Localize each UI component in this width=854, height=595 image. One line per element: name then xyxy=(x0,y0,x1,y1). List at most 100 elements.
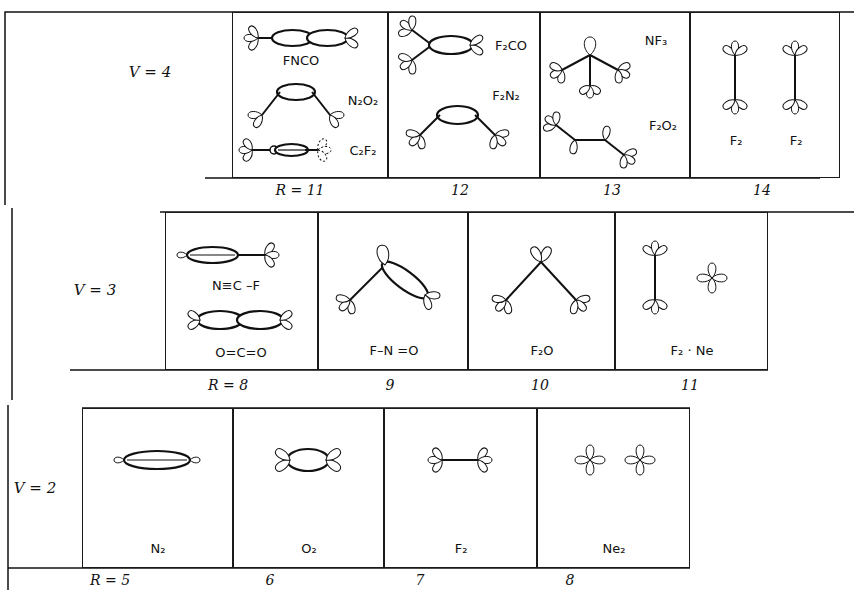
bond-line xyxy=(654,255,656,300)
formula-label: O₂ xyxy=(301,542,316,556)
molecule-cell: FNCO N₂O₂ C₂F₂ xyxy=(232,12,388,178)
orbital-lobe xyxy=(262,253,276,269)
bond-axis xyxy=(190,254,235,255)
bond-line xyxy=(734,55,736,100)
molecule-cell: F₂ xyxy=(384,408,537,568)
orbital-lobe xyxy=(247,24,261,40)
orbital-lobe xyxy=(177,252,187,258)
orbital-lobe xyxy=(721,97,737,111)
orbital-lobe xyxy=(408,16,416,30)
orbital-lobe xyxy=(242,137,255,152)
orbital-lobe xyxy=(620,155,628,168)
formula-label: Ne₂ xyxy=(603,542,626,556)
r-value: R = 11 xyxy=(276,182,325,198)
orbital-lobe xyxy=(252,113,265,129)
orbital-lobe xyxy=(653,244,669,258)
orbital-lobe xyxy=(708,263,716,278)
formula-label: O=C=O xyxy=(215,346,266,360)
molecule-cell: Ne₂ xyxy=(537,408,690,568)
orbital-lobe xyxy=(569,299,579,314)
r-value: R = 5 xyxy=(90,572,130,588)
r-value: 8 xyxy=(566,572,575,588)
bond-axis xyxy=(278,149,305,150)
orbital-lobe xyxy=(552,112,560,125)
orbital-lobe xyxy=(398,52,414,63)
molecule-cell: NF₃ F₂O₂ xyxy=(540,12,690,178)
bond-line xyxy=(350,265,385,300)
formula-label: F₂ xyxy=(455,542,468,556)
r-value: R = 8 xyxy=(208,377,248,393)
orbital-lobe xyxy=(422,294,433,310)
r-value: 13 xyxy=(603,182,621,198)
orbital-lobe xyxy=(406,129,421,138)
bond-line xyxy=(252,149,270,151)
orbital-lobe xyxy=(468,33,484,47)
orbital-lobe xyxy=(324,447,343,464)
bond-ellipse xyxy=(437,106,478,124)
bond-line xyxy=(312,92,330,115)
orbital-lobe xyxy=(327,113,340,129)
orbital-lobe xyxy=(376,244,391,266)
bond-ellipse xyxy=(287,449,329,471)
bond-line xyxy=(605,140,624,155)
bond-ellipse xyxy=(429,36,473,54)
orbital-lobe xyxy=(190,457,200,463)
r-value: 6 xyxy=(266,572,275,588)
orbital-lobe xyxy=(569,139,578,154)
bond-line xyxy=(590,55,618,70)
orbital-lobe xyxy=(186,309,202,323)
bond-ellipse xyxy=(187,247,238,263)
formula-label: F–N =O xyxy=(370,344,419,358)
molecule-cell: N₂ xyxy=(82,408,233,568)
bond-line xyxy=(442,459,478,461)
formula-label: FNCO xyxy=(283,54,320,68)
orbital-lobe xyxy=(475,458,489,474)
bond-line xyxy=(794,55,796,100)
r-value: 9 xyxy=(386,377,395,393)
bond-ellipse xyxy=(277,84,315,100)
frame-line xyxy=(8,405,690,590)
r-value: 14 xyxy=(753,182,771,198)
molecule-cell: F₂ · Ne xyxy=(615,212,768,370)
molecule-cell: F–N =O xyxy=(318,212,468,370)
row-label: V = 4 xyxy=(129,64,171,81)
bond-ellipse xyxy=(307,30,348,46)
valence-row: V = 4FNCON₂O₂C₂F₂F₂COF₂N₂NF₃F₂O₂F₂F₂ xyxy=(5,12,854,205)
bond-line xyxy=(589,55,591,86)
frame-line xyxy=(12,208,854,400)
row-label: V = 3 xyxy=(74,282,116,299)
orbital-lobe xyxy=(636,445,644,460)
formula-label: F₂CO xyxy=(495,39,527,53)
molecule-cell: F₂ F₂ xyxy=(690,12,840,178)
frame-line xyxy=(5,12,854,205)
orbital-lobe xyxy=(549,61,564,73)
bond-line xyxy=(475,115,495,135)
formula-label: NF₃ xyxy=(645,34,667,48)
orbital-lobe xyxy=(614,70,622,84)
formula-label: F₂ xyxy=(730,134,743,148)
formula-label: N₂ xyxy=(151,542,166,556)
bond-line xyxy=(262,92,280,115)
formula-label: F₂ xyxy=(790,134,803,148)
formula-label: C₂F₂ xyxy=(350,144,377,158)
orbital-lobe xyxy=(641,297,657,311)
molecule-cell: O₂ xyxy=(233,408,384,568)
orbital-lobe xyxy=(114,457,124,463)
bond-line xyxy=(575,139,605,141)
orbital-lobe xyxy=(489,134,498,149)
formula-label: F₂O₂ xyxy=(649,119,677,133)
bond-line xyxy=(305,149,318,151)
valence-row: V = 2N₂O₂F₂Ne₂ xyxy=(8,405,854,590)
formula-label: F₂O xyxy=(531,344,554,358)
bond-ellipse xyxy=(237,311,283,329)
orbital-lobe xyxy=(586,445,594,460)
orbital-lobe xyxy=(601,126,610,141)
orbital-lobe xyxy=(584,37,595,55)
bond-line xyxy=(506,262,541,300)
orbital-lobe xyxy=(781,97,797,111)
orbital-lobe xyxy=(492,295,507,304)
valence-row: V = 3N≡C –FO=C=OF–N =OF₂OF₂ · Ne xyxy=(12,208,854,400)
formula-label: N₂O₂ xyxy=(348,94,378,108)
